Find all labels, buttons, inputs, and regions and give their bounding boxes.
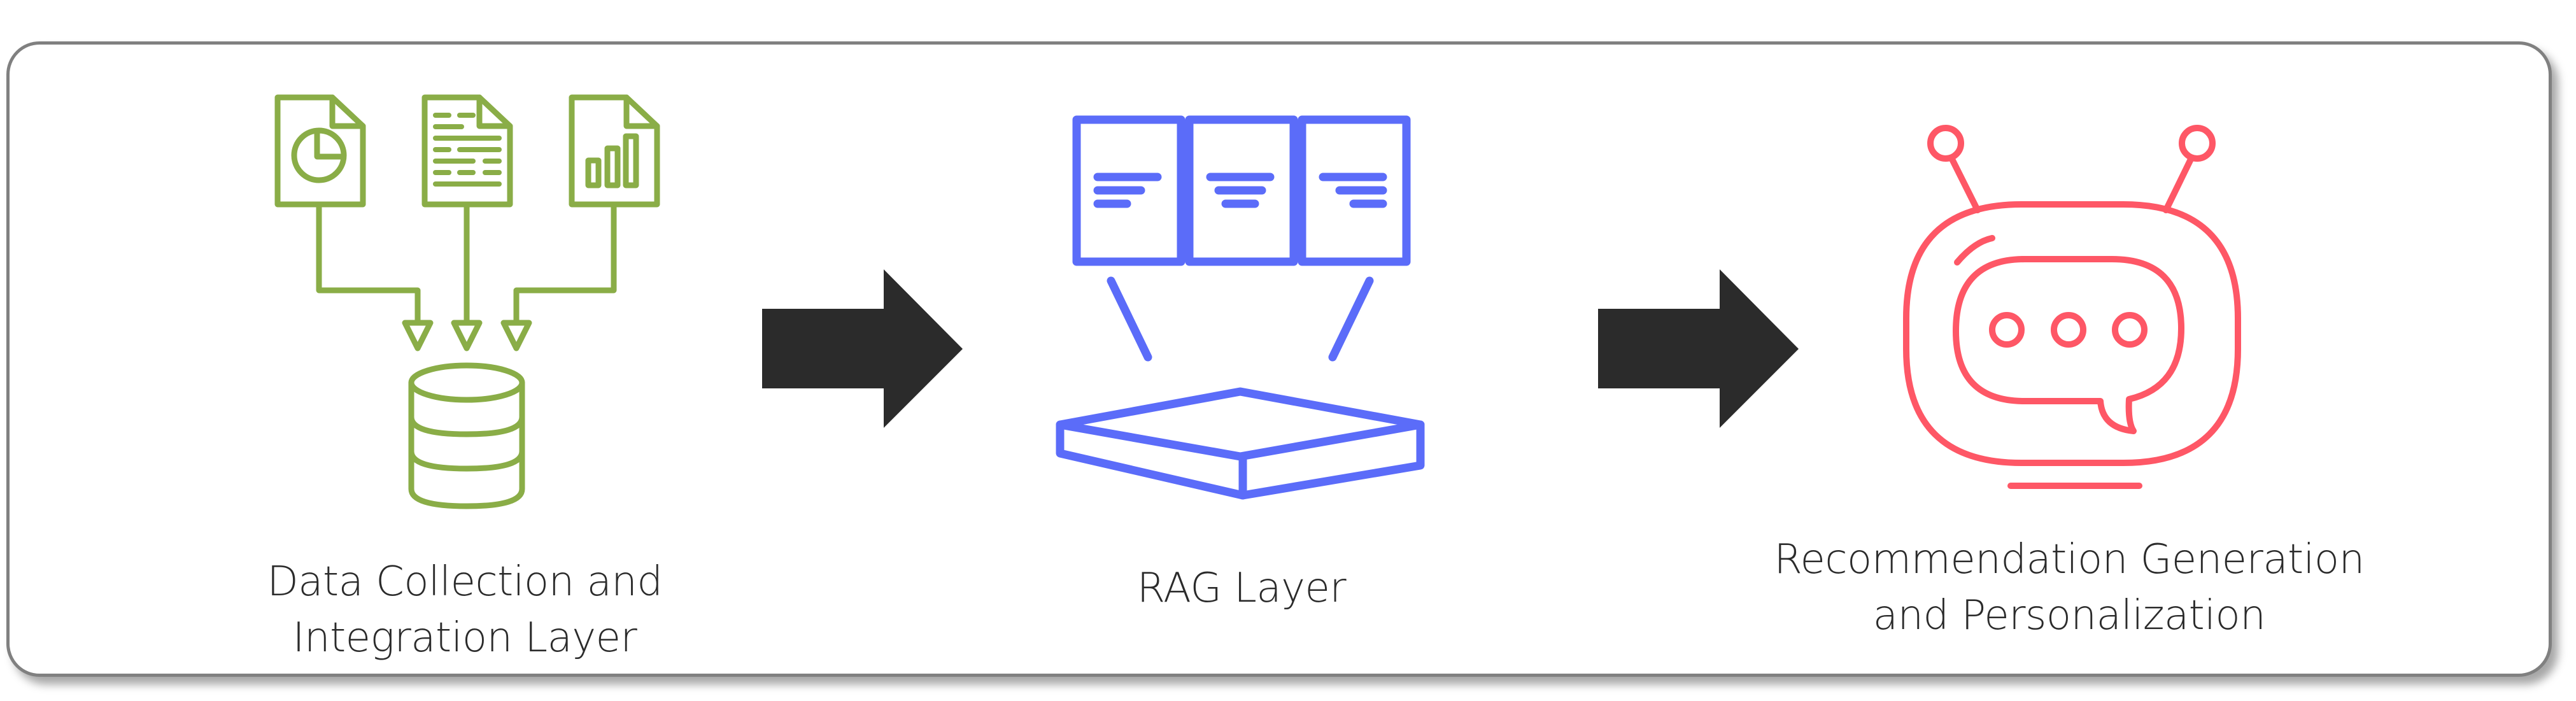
typing-dot-icon <box>1989 312 2025 348</box>
speech-bubble-icon <box>1953 256 2184 434</box>
data-collection-icon-group <box>274 94 660 509</box>
document-page-icon <box>1185 115 1298 266</box>
document-page-icon <box>1298 115 1411 266</box>
stage-label-recommendation: Recommendation Generation and Personaliz… <box>1719 532 2419 644</box>
pie-chart-document-icon <box>274 94 366 208</box>
stage-label-rag: RAG Layer <box>1038 560 1445 616</box>
stage-label-line: Data Collection and <box>267 558 663 605</box>
bar-chart-document-icon <box>569 94 660 208</box>
data-flow-arrowheads <box>402 320 532 351</box>
data-flow-connectors <box>316 204 617 325</box>
stage-label-line: RAG Layer <box>1136 565 1347 612</box>
head-highlight-icon <box>1954 235 1995 266</box>
typing-dot-icon <box>2112 312 2148 348</box>
rag-icon-group <box>1056 115 1425 500</box>
antenna-right-icon <box>2179 125 2216 162</box>
arrow-right-icon <box>762 269 963 428</box>
typing-dot-icon <box>2051 312 2086 348</box>
stage-label-line: Recommendation Generation <box>1774 536 2365 583</box>
database-icon <box>408 362 525 509</box>
vector-store-slab-icon <box>1056 387 1425 500</box>
retrieval-line-right <box>1328 276 1374 362</box>
stage-label-line: Integration Layer <box>292 614 637 662</box>
text-document-icon <box>421 94 513 208</box>
stage-label-data-collection: Data Collection and Integration Layer <box>210 554 719 666</box>
diagram-frame <box>6 41 2552 677</box>
stage-label-line: and Personalization <box>1872 592 2266 639</box>
document-page-icon <box>1072 115 1185 266</box>
arrow-right-icon <box>1598 269 1799 428</box>
chatbot-robot-icon <box>1903 125 2241 489</box>
antenna-left-icon <box>1927 125 1964 162</box>
robot-head-icon <box>1903 201 2241 466</box>
retrieval-line-left <box>1107 276 1152 362</box>
